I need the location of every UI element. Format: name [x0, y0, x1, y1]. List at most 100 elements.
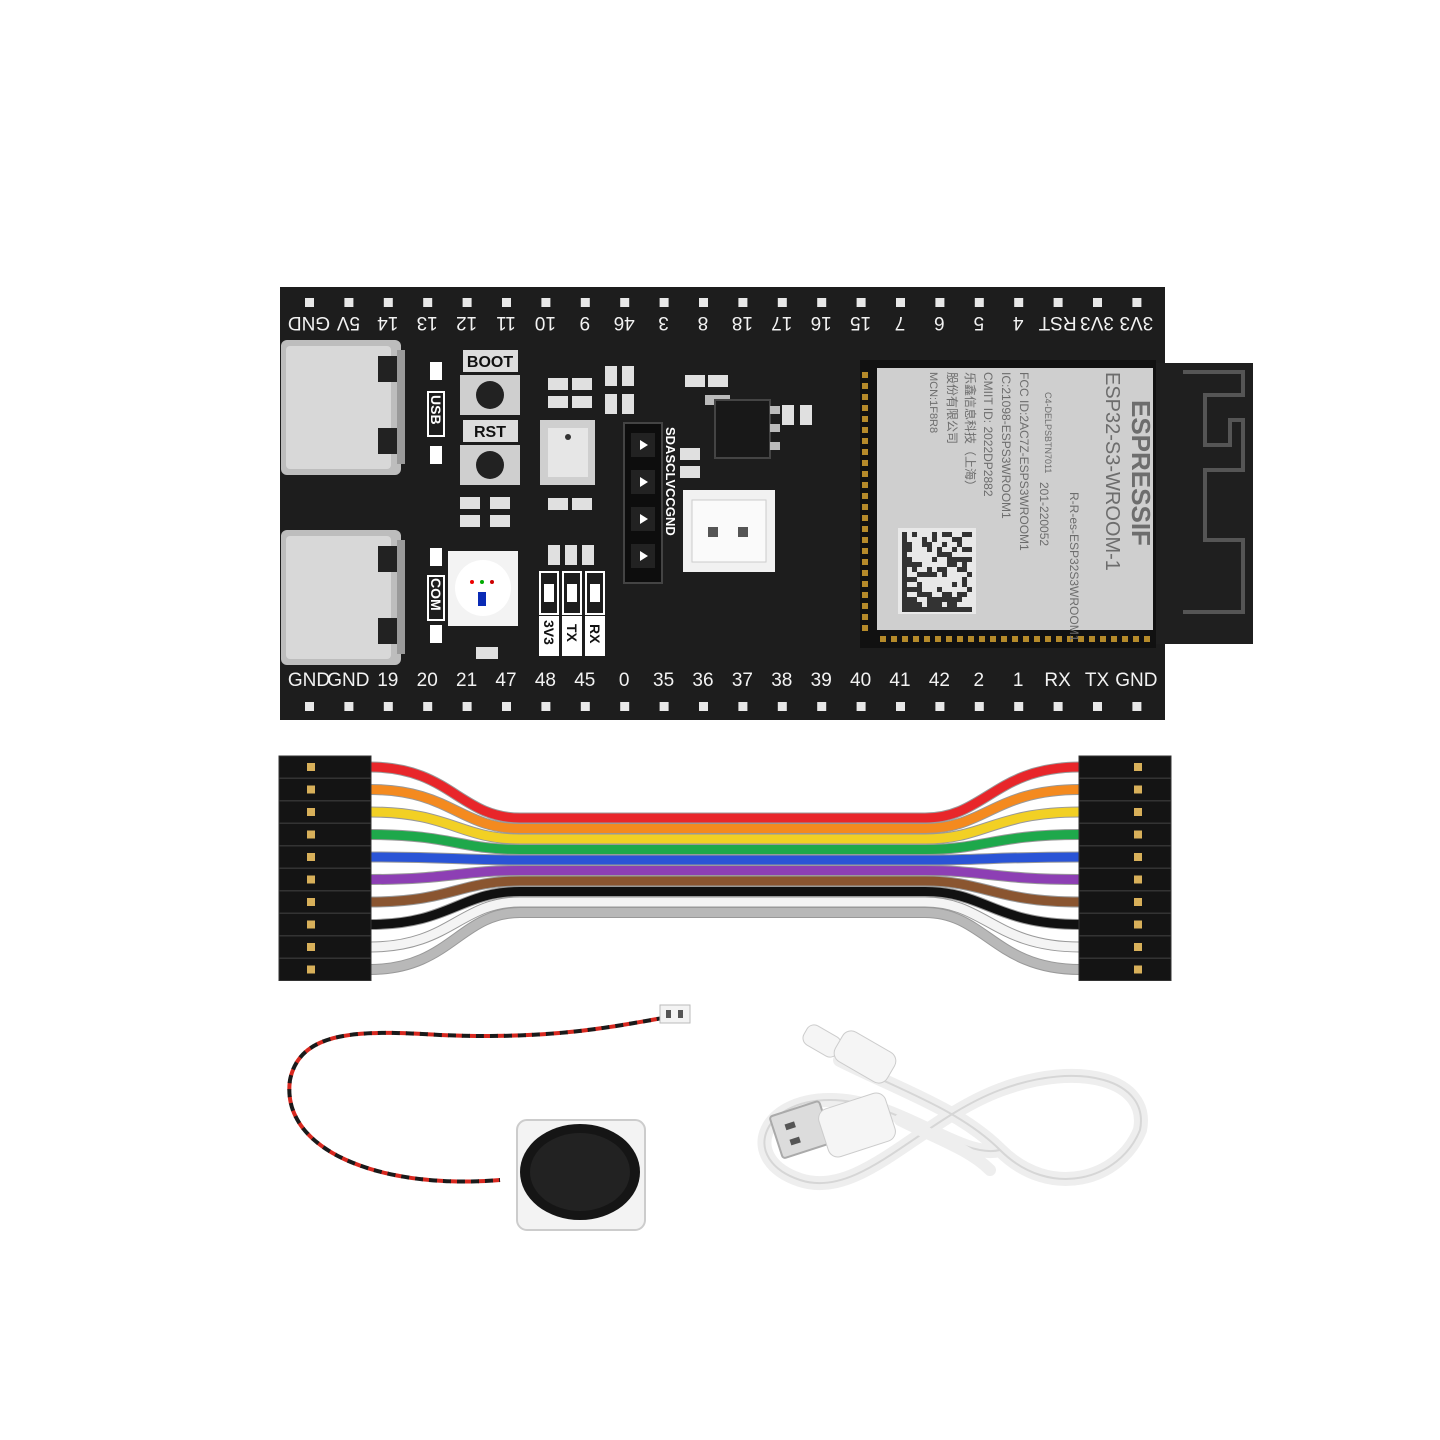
svg-text:BOOT: BOOT: [467, 354, 513, 371]
pin-hole: [541, 298, 551, 307]
module-pad: [935, 636, 941, 642]
bottom-pin-label: 2: [974, 670, 985, 691]
top-pin-label: 16: [811, 312, 832, 333]
module-pad: [862, 515, 868, 521]
module-cert-right: R-R-es-ESP32S3WROOM1: [1067, 492, 1081, 642]
jumper-wire: [369, 897, 1081, 952]
i2c-header[interactable]: [623, 422, 663, 584]
bottom-pin-label: GND: [1115, 670, 1157, 691]
module-pad: [862, 504, 868, 510]
jumper-wire: [369, 807, 1081, 844]
top-pin-holes: [305, 298, 1142, 307]
smd-components: [460, 366, 812, 659]
speaker-wire-red: [287, 1013, 681, 1184]
pin-hole: [777, 298, 787, 307]
antenna-trace: [1183, 370, 1245, 614]
module-pad: [862, 592, 868, 598]
pin-hole: [383, 702, 393, 711]
speaker-plug: [659, 1004, 691, 1024]
module-pad: [880, 636, 886, 642]
module-pad: [891, 636, 897, 642]
dupont-connector: [1078, 935, 1172, 959]
top-pin-label: 9: [580, 312, 591, 333]
top-pin-label: 3V3: [1119, 312, 1153, 333]
speaker-connector[interactable]: [683, 490, 775, 572]
pin-hole: [1093, 298, 1102, 307]
bottom-pin-label: 1: [1013, 670, 1024, 691]
svg-text:COM: COM: [428, 578, 444, 611]
pin-hole: [462, 702, 472, 711]
module-pad: [1034, 636, 1040, 642]
dupont-connector: [278, 823, 372, 846]
module-pad: [1122, 636, 1128, 642]
pin-hole: [817, 298, 827, 307]
connector-pin: [1134, 808, 1142, 816]
top-pin-label: 6: [934, 312, 945, 333]
rst-button[interactable]: [460, 445, 520, 485]
jumper-wire: [369, 876, 1081, 907]
bottom-pin-holes: [305, 702, 1142, 711]
pin-hole: [1132, 702, 1142, 711]
bottom-pin-label: 39: [811, 670, 832, 691]
bottom-pin-label: 0: [619, 670, 630, 691]
module-cert-left: C4-DELPSBTN7011: [1043, 392, 1053, 473]
module-pad: [862, 625, 868, 631]
uart-label-tx: TX: [562, 616, 582, 656]
jumper-wire: [369, 785, 1081, 833]
module-pad: [862, 383, 868, 389]
dupont-connector: [1078, 755, 1172, 779]
module-pad: [946, 636, 952, 642]
usb-c-port-com[interactable]: [281, 530, 405, 665]
uart-label-rx: RX: [585, 616, 605, 656]
microphone: [540, 420, 595, 485]
top-pin-label: 13: [417, 312, 438, 333]
bottom-pin-label: GND: [288, 670, 330, 691]
module-pad: [862, 394, 868, 400]
module-model: ESP32-S3-WROOM-1: [1101, 372, 1123, 571]
connector-pin: [1134, 763, 1142, 771]
connector-pin: [1134, 830, 1142, 839]
jumper-wire: [369, 852, 1081, 865]
top-pin-label: RST: [1038, 312, 1076, 333]
module-pad: [862, 427, 868, 433]
module-pad: [924, 636, 930, 642]
antenna-area: [1152, 363, 1253, 644]
pin-hole: [896, 298, 905, 307]
module-pad: [1144, 636, 1150, 642]
dupont-connector: [278, 845, 372, 869]
module-pad: [957, 636, 963, 642]
pin-hole: [856, 702, 866, 711]
module-pad: [862, 438, 868, 444]
boot-button[interactable]: [460, 375, 520, 415]
module-pad: [862, 559, 868, 565]
bottom-pin-label: 41: [889, 670, 910, 691]
connector-pin: [307, 853, 315, 861]
pin-hole: [856, 298, 866, 307]
module-pad: [862, 581, 868, 587]
esp32-module: ESPRESSIF ESP32-S3-WROOM-1 R-R-es-ESP32S…: [860, 360, 1156, 648]
bottom-pin-label: 42: [929, 670, 950, 691]
bottom-pin-label: 37: [732, 670, 753, 691]
bottom-pin-label: 36: [692, 670, 713, 691]
dupont-connector: [278, 800, 372, 824]
module-pad: [862, 449, 868, 455]
pin-hole: [423, 298, 433, 307]
pin-hole: [462, 298, 472, 307]
module-pad: [862, 614, 868, 620]
module-pad: [862, 570, 868, 576]
bottom-pin-label: 47: [495, 670, 516, 691]
bottom-pin-label: 38: [771, 670, 792, 691]
module-pad: [1045, 636, 1051, 642]
bottom-pin-label: 35: [653, 670, 674, 691]
usb-c-port-usb[interactable]: [281, 340, 405, 475]
jumper-wire: [369, 887, 1081, 929]
data-matrix-code: [898, 528, 976, 614]
connector-pin: [307, 943, 315, 951]
pin-hole: [659, 298, 669, 307]
dupont-connector: [1078, 800, 1172, 824]
module-pad: [862, 416, 868, 422]
usb-label: USB: [427, 391, 445, 437]
dupont-connector: [278, 958, 372, 981]
